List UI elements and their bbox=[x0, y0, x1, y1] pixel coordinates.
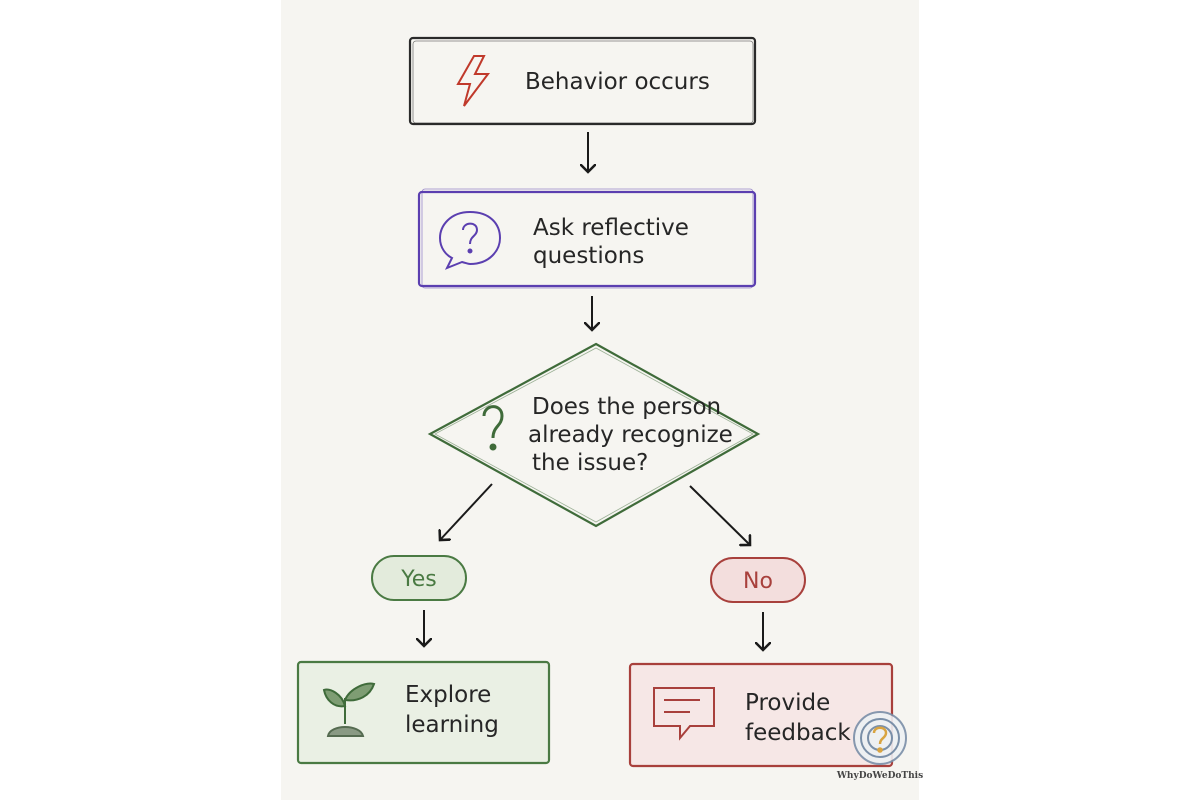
ask-box: Ask reflective questions bbox=[417, 188, 757, 289]
decision-label-line2: already recognize bbox=[528, 422, 733, 448]
decision-label-line3: the issue? bbox=[532, 450, 648, 476]
maze-question-icon bbox=[853, 711, 907, 765]
watermark: WhyDoWeDoThis bbox=[836, 711, 923, 781]
explore-box: Explore learning bbox=[296, 660, 551, 765]
chat-lines-icon bbox=[653, 687, 715, 741]
question-bubble-icon bbox=[438, 210, 502, 270]
watermark-label: WhyDoWeDoThis bbox=[836, 771, 923, 781]
no-label: No bbox=[743, 569, 773, 594]
feedback-label-line2: feedback bbox=[745, 720, 851, 746]
feedback-label-line1: Provide bbox=[745, 690, 830, 716]
decision-diamond: Does the person already recognize the is… bbox=[427, 342, 761, 528]
yes-label: Yes bbox=[400, 567, 437, 592]
ask-label-line2: questions bbox=[533, 243, 644, 269]
explore-label-line1: Explore bbox=[405, 682, 491, 708]
ask-label-line1: Ask reflective bbox=[533, 215, 689, 241]
feedback-box: Provide feedback bbox=[628, 662, 894, 768]
sprout-icon bbox=[322, 682, 376, 737]
decision-label-line1: Does the person bbox=[532, 394, 721, 420]
arrow-decision-to-no bbox=[689, 485, 750, 545]
yes-pill: Yes bbox=[371, 555, 467, 601]
behavior-label: Behavior occurs bbox=[525, 69, 710, 95]
no-pill: No bbox=[710, 557, 806, 603]
lightning-icon bbox=[456, 55, 490, 107]
behavior-box: Behavior occurs bbox=[408, 36, 757, 126]
arrow-decision-to-yes bbox=[440, 483, 493, 540]
question-mark-icon bbox=[482, 405, 504, 451]
explore-label-line2: learning bbox=[405, 712, 499, 738]
